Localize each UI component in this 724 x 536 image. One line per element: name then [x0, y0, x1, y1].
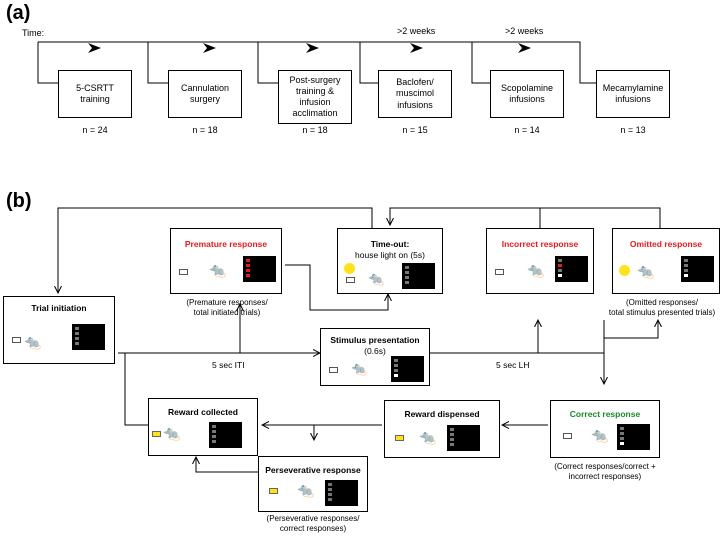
chamber-icon: [617, 424, 650, 450]
interval-label-2: >2 weeks: [505, 26, 544, 36]
panel-a-label: (a): [6, 2, 31, 24]
node-trial-initiation: Trial initiation 🐀: [3, 296, 115, 364]
node-title: Perseverative response: [265, 465, 361, 475]
chamber-icon: [681, 256, 714, 282]
chamber-icon: [555, 256, 588, 282]
magazine-icon: [12, 337, 21, 343]
edge-to-omitted: [604, 320, 658, 339]
edge-reward-loop: [124, 353, 148, 426]
magazine-icon: [495, 269, 504, 275]
rat-icon: 🐀: [368, 271, 385, 286]
timeline-step-5: [360, 41, 490, 84]
caption-omitted: (Omitted responses/total stimulus presen…: [608, 298, 716, 317]
chamber-icon: [447, 425, 480, 451]
rat-icon: 🐀: [297, 482, 315, 498]
panel-b-label: (b): [6, 190, 32, 212]
node-reward-collected: Reward collected 🐀: [148, 398, 258, 456]
stage-box-mecamylamine: Mecamylamine infusions: [596, 70, 670, 118]
timeline-arrow-4: [410, 43, 423, 53]
timeline-step-3: [148, 41, 278, 84]
timeline-step-4: [258, 41, 378, 84]
node-title: Reward collected: [168, 407, 238, 417]
chamber-icon: [243, 256, 276, 282]
node-stimulus-presentation: Stimulus presentation (0.6s) 🐀: [320, 328, 430, 386]
stage-box-cannulation: Cannulation surgery: [168, 70, 242, 118]
edge-to-timeout: [390, 207, 540, 225]
node-omitted-response: Omitted response 🐀: [612, 228, 720, 294]
node-title: Reward dispensed: [404, 409, 480, 419]
chamber-icon: [402, 263, 435, 289]
interval-label-1: >2 weeks: [397, 26, 436, 36]
rat-icon: 🐀: [209, 262, 227, 278]
n-count-1: n = 24: [82, 125, 108, 135]
rat-icon: 🐀: [419, 429, 437, 445]
timeline-arrow-5: [518, 43, 531, 53]
timeline-step-2: [38, 41, 168, 84]
rat-icon: 🐀: [351, 361, 368, 376]
node-title: Omitted response: [629, 239, 703, 249]
magazine-icon: [395, 435, 404, 441]
node-title: Time-out:: [370, 239, 410, 249]
node-title: Correct response: [569, 409, 641, 419]
node-perseverative-response: Perseverative response 🐀: [258, 456, 368, 512]
node-premature-response: Premature response 🐀: [170, 228, 282, 294]
n-count-3: n = 18: [302, 125, 328, 135]
edge-timeout-to-trial: [58, 207, 373, 293]
rat-icon: 🐀: [591, 427, 609, 443]
magazine-icon: [269, 488, 278, 494]
stage-box-scopolamine: Scopolamine infusions: [490, 70, 564, 118]
node-title: Premature response: [184, 239, 268, 249]
edge-label-iti: 5 sec ITI: [212, 360, 245, 370]
time-label: Time:: [22, 28, 45, 38]
stage-box-baclofen: Baclofen/ muscimol infusions: [378, 70, 452, 118]
node-title: Stimulus presentation: [330, 335, 420, 345]
caption-perseverative: (Perseverative responses/correct respons…: [266, 514, 360, 533]
timeline-step-6: [472, 41, 596, 84]
n-count-2: n = 18: [192, 125, 218, 135]
magazine-icon: [563, 433, 572, 439]
timeline-step-1: [37, 42, 58, 84]
node-timeout: Time-out: house light on (5s) 🐀: [337, 228, 443, 294]
edge-premature-to-timeout: [285, 264, 388, 311]
magazine-icon: [346, 277, 355, 283]
node-incorrect-response: Incorrect response 🐀: [486, 228, 594, 294]
chamber-icon: [391, 356, 424, 382]
chamber-icon: [325, 480, 358, 506]
rat-icon: 🐀: [637, 263, 655, 279]
magazine-icon: [179, 269, 188, 275]
magazine-icon: [329, 367, 338, 373]
node-subtitle: (0.6s): [364, 346, 386, 356]
edge-label-lh: 5 sec LH: [496, 360, 530, 370]
node-reward-dispensed: Reward dispensed 🐀: [384, 400, 500, 458]
stage-box-post-surgery: Post-surgery training & infusion acclima…: [278, 70, 352, 124]
edge-incorrect-omitted-join: [539, 207, 661, 228]
node-subtitle: house light on (5s): [355, 250, 425, 260]
timeline-arrow-3: [306, 43, 319, 53]
caption-correct: (Correct responses/correct +incorrect re…: [554, 462, 656, 481]
rat-icon: 🐀: [163, 425, 181, 441]
chamber-icon: [72, 324, 105, 350]
rat-icon: 🐀: [24, 334, 42, 350]
house-light-icon: [619, 265, 630, 276]
n-count-4: n = 15: [402, 125, 428, 135]
timeline-arrow-2: [203, 43, 216, 53]
chamber-icon: [209, 422, 242, 448]
rat-icon: 🐀: [527, 262, 545, 278]
magazine-icon: [152, 431, 161, 437]
node-title: Incorrect response: [501, 239, 579, 249]
timeline-arrow-1: [88, 43, 101, 53]
n-count-6: n = 13: [620, 125, 646, 135]
node-correct-response: Correct response 🐀: [550, 400, 660, 458]
house-light-icon: [344, 263, 355, 274]
stage-box-training: 5-CSRTT training: [58, 70, 132, 118]
n-count-5: n = 14: [514, 125, 540, 135]
caption-premature: (Premature responses/total initiated tri…: [186, 298, 268, 317]
node-title: Trial initiation: [31, 303, 87, 313]
edge-perseverative-to-collected: [196, 457, 258, 473]
